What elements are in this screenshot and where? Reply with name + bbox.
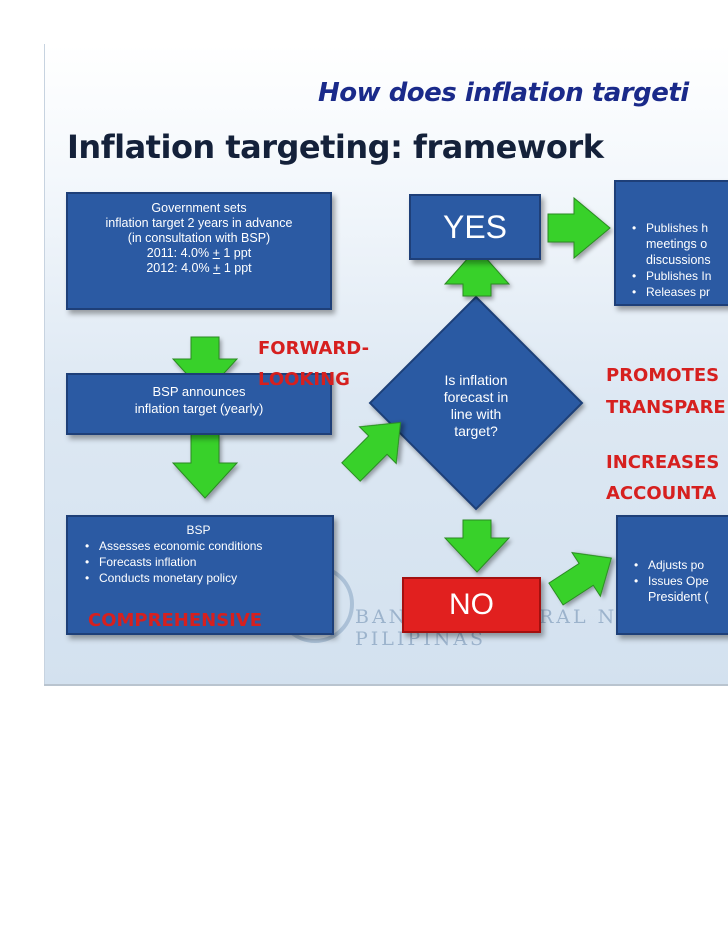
yes-bullet-3: Releases pr: [632, 284, 728, 300]
down-arrow-no: [443, 519, 511, 573]
promotes-label: PROMOTES: [606, 365, 720, 386]
yes-bullet-1-cont2: discussions: [646, 253, 711, 267]
no-result-box: Adjusts po Issues Ope President (: [616, 515, 728, 635]
decision-question: Is inflation forecast in line with targe…: [416, 372, 536, 440]
decision-diamond: [368, 295, 584, 511]
decision-line-2: forecast in: [443, 389, 509, 405]
forward-looking-label-2: LOOKING: [258, 369, 350, 390]
yes-bullet-1-cont: meetings o: [646, 237, 708, 251]
diagonal-arrow-from-no: [548, 551, 612, 606]
yes-box: YES: [409, 194, 541, 260]
decision-line-1: Is inflation: [444, 372, 508, 388]
yes-result-box: Publishes h meetings o discussions Publi…: [614, 180, 728, 306]
increases-label: INCREASES: [606, 452, 720, 473]
bsp-assessment-box: BSP Assesses economic conditions Forecas…: [66, 515, 334, 635]
bsp-announces-box-body: BSP announces inflation target (yearly): [66, 373, 332, 435]
gov-line-3: (in consultation with BSP): [127, 231, 271, 245]
gov-line-1: Government sets: [151, 201, 247, 215]
announce-line-2-text: inflation target (yearly): [134, 401, 264, 416]
down-arrow-2: [171, 433, 239, 499]
target-2011: 2011: 4.0% + 1 ppt: [146, 246, 252, 260]
bsp-heading: BSP: [186, 523, 211, 537]
slide-title: How does inflation targeti: [318, 78, 689, 108]
gov-line-2: inflation target 2 years in advance: [105, 216, 293, 230]
up-arrow-yes: [443, 247, 511, 297]
decision-line-3: line with: [450, 406, 502, 422]
announce-line-1-text: BSP announces: [152, 384, 246, 399]
transparency-label: TRANSPARE: [606, 397, 726, 418]
diagonal-arrow-to-decision: [341, 421, 402, 482]
right-arrow-yes: [547, 196, 611, 260]
framework-heading: Inflation targeting: framework: [67, 128, 604, 166]
bsp-bullet-3: Conducts monetary policy: [85, 570, 332, 586]
target-2012: 2012: 4.0% + 1 ppt: [146, 261, 252, 275]
yes-bullet-2: Publishes In: [632, 268, 728, 284]
forward-looking-label-1: FORWARD-: [258, 338, 370, 359]
accountability-label: ACCOUNTA: [606, 483, 717, 504]
yes-bullet-1: Publishes h: [632, 220, 728, 236]
no-bullet-1: Adjusts po: [634, 557, 728, 573]
comprehensive-label: COMPREHENSIVE: [88, 610, 263, 631]
bsp-bullet-1: Assesses economic conditions: [85, 538, 332, 554]
bsp-bullet-2: Forecasts inflation: [85, 554, 332, 570]
government-box: Government sets inflation target 2 years…: [66, 192, 332, 310]
no-bullet-2: Issues Ope: [634, 573, 728, 589]
no-bullet-2-cont: President (: [648, 590, 709, 604]
no-box: NO: [402, 577, 541, 633]
decision-line-4: target?: [454, 423, 498, 439]
